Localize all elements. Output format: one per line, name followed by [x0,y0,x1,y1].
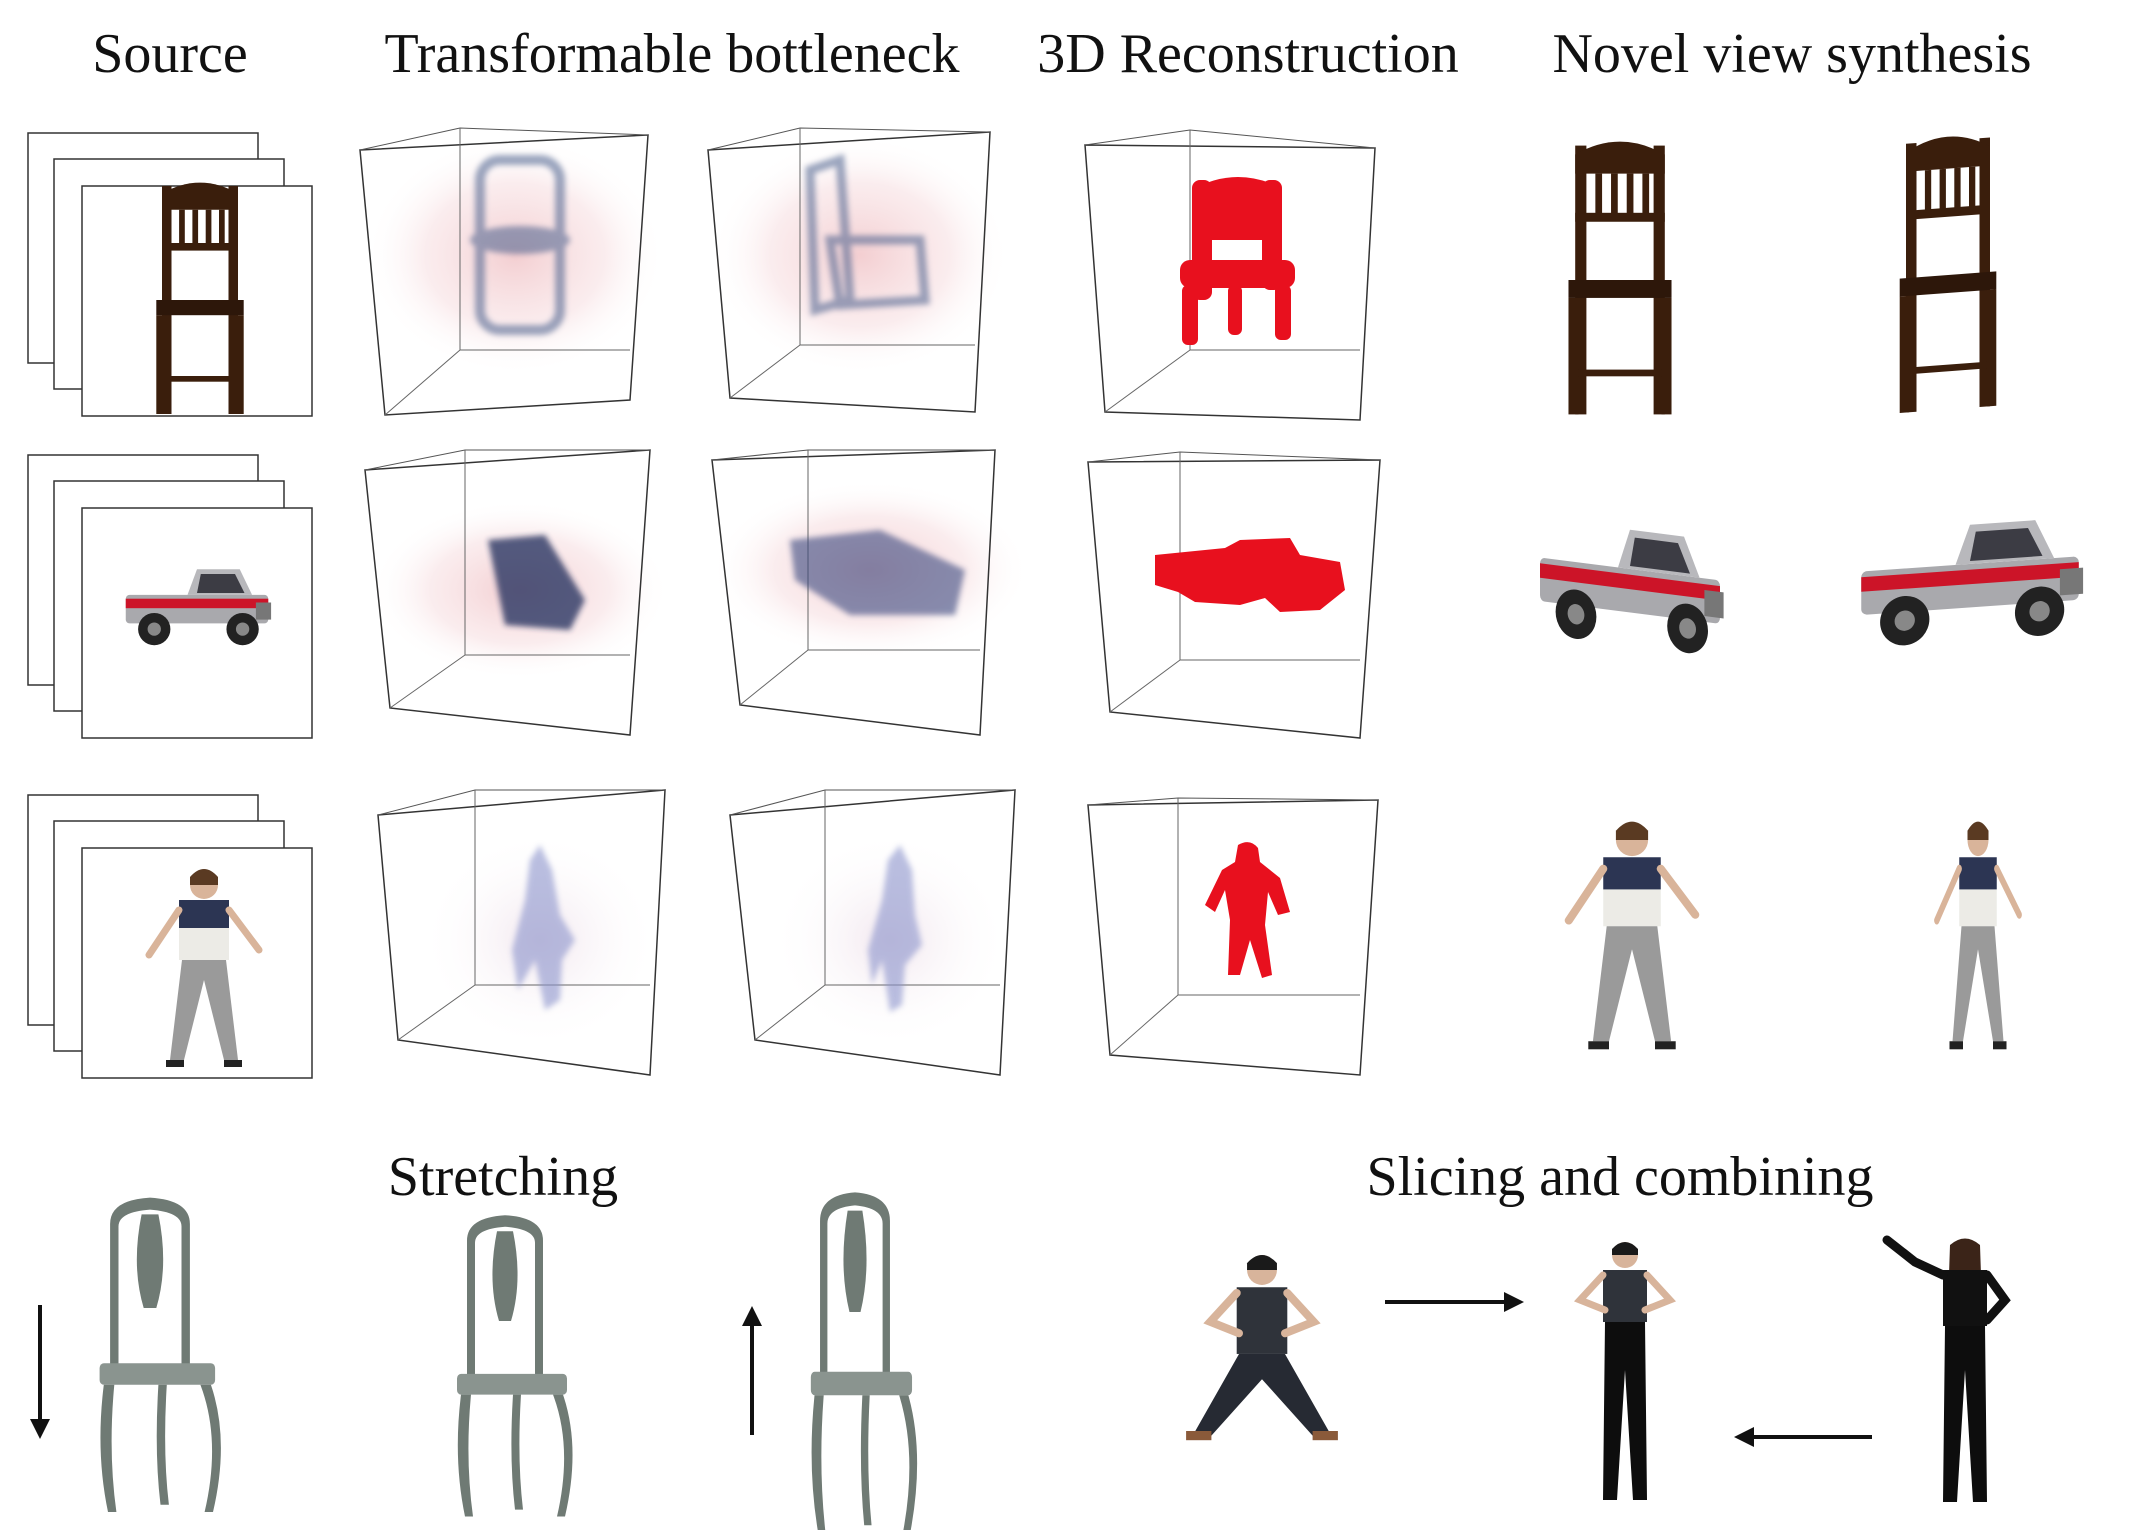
volume-cube-icon [364,449,670,736]
reconstruction-chair [1180,176,1295,345]
stretching-panel [30,1192,918,1530]
volume-cube-icon [377,789,666,1076]
novel-view-person-1 [1569,822,1696,1050]
header-source: Source [92,23,248,85]
volume-cube-icon [707,127,1010,413]
header-stretching: Stretching [387,1146,619,1208]
header-slicing: Slicing and combining [1366,1146,1874,1208]
stretch-chair-compressed [99,1197,221,1512]
slicing-panel [1186,1235,2011,1502]
stretch-chair-stretched [810,1192,918,1530]
reconstruction-truck [1155,538,1345,612]
novel-view-person-2 [1937,822,2020,1050]
novel-view-chair-1 [1568,141,1672,415]
stack-frames-icon [27,794,313,1079]
stretch-chair-original [457,1215,573,1517]
header-reconstruction: 3D Reconstruction [1037,23,1459,85]
volume-cube-icon [1087,451,1381,739]
novel-view-chair-2 [1899,133,1997,414]
header-novel-view: Novel view synthesis [1552,23,2032,85]
volume-cube-icon [1087,797,1379,1076]
dancer-source-a [1186,1255,1338,1440]
header-bottleneck: Transformable bottleneck [384,23,960,85]
row-person [27,789,2020,1079]
reconstruction-person [1205,842,1290,978]
volume-cube-icon [710,449,1030,736]
row-chair [27,127,1997,421]
dancer-combined [1573,1242,1677,1500]
volume-cube-icon [729,789,1016,1076]
novel-view-truck-2 [1861,516,2084,649]
volume-cube-icon [359,127,665,416]
dancer-source-b [1882,1235,2011,1502]
novel-view-truck-1 [1540,518,1724,658]
row-truck [27,449,2084,739]
